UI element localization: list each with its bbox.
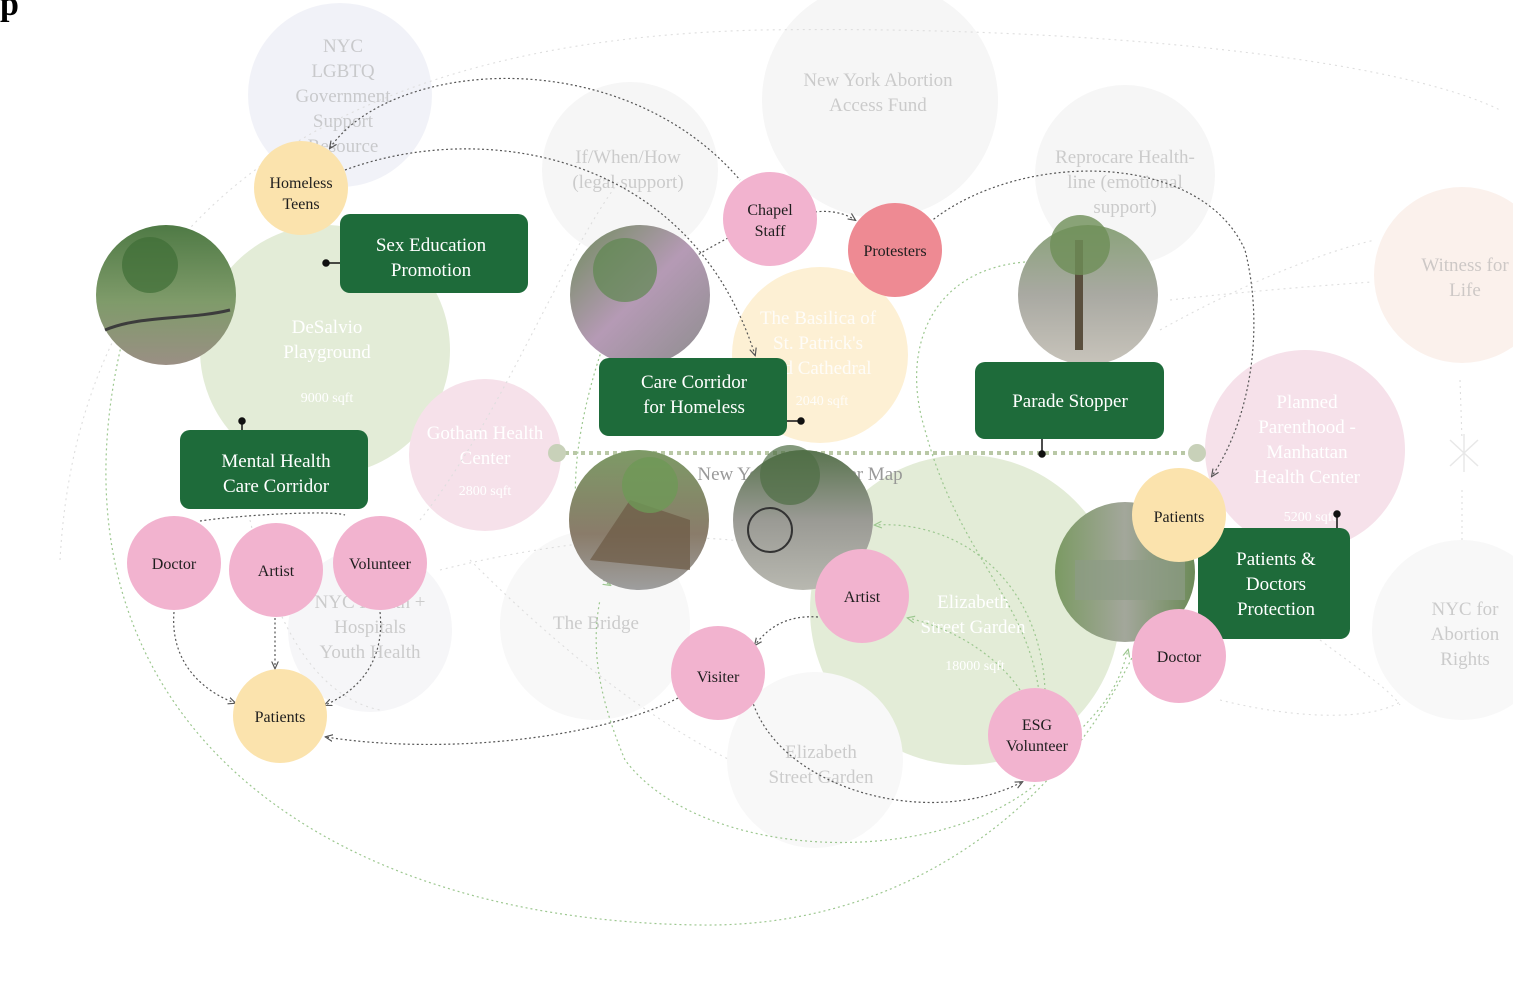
map-axis-end bbox=[1188, 444, 1206, 462]
svg-text:Doctor: Doctor bbox=[1157, 649, 1202, 666]
svg-text:Volunteer: Volunteer bbox=[349, 556, 412, 573]
desalvio-area: 9000 sqft bbox=[301, 391, 354, 406]
ifwhenhow-circle bbox=[542, 82, 718, 258]
planned-parenthood-circle bbox=[1205, 350, 1405, 550]
gotham-circle bbox=[409, 379, 561, 531]
basilica-area: 2040 sqft bbox=[796, 394, 849, 409]
doctor-left-node[interactable]: Doctor bbox=[127, 516, 221, 610]
pp-area: 5200 sqft bbox=[1284, 510, 1337, 525]
witness-circle bbox=[1374, 187, 1513, 363]
svg-text:Protesters: Protesters bbox=[863, 243, 926, 260]
tree-shape bbox=[122, 237, 178, 293]
svg-text:Parade Stopper: Parade Stopper bbox=[1012, 391, 1128, 412]
parade-photo bbox=[1018, 225, 1158, 365]
wheel-shape bbox=[747, 507, 793, 553]
nyc-lgbtq-circle bbox=[248, 3, 432, 187]
bridge-label: The Bridge bbox=[553, 613, 639, 634]
protesters-node[interactable]: Protesters bbox=[848, 203, 942, 297]
map-axis-start bbox=[548, 444, 566, 462]
background-links bbox=[59, 28, 1501, 761]
abortion-rights-circle bbox=[1372, 540, 1513, 720]
svg-text:Visiter: Visiter bbox=[697, 669, 740, 686]
fence-shape bbox=[1075, 560, 1185, 600]
patients-left-node[interactable]: Patients bbox=[233, 669, 327, 763]
svg-text:Artist: Artist bbox=[258, 563, 295, 580]
page-title-fragment: p bbox=[0, 0, 19, 23]
railing-shape bbox=[104, 308, 231, 332]
esg-lower-circle bbox=[727, 672, 903, 848]
parade-stopper-box[interactable]: Parade Stopper bbox=[975, 362, 1164, 439]
svg-text:Patients: Patients bbox=[255, 709, 306, 726]
abortion-fund-circle bbox=[762, 0, 998, 218]
kiosk-shape bbox=[590, 500, 690, 570]
tree-shape bbox=[760, 445, 820, 505]
artist-left-node[interactable]: Artist bbox=[229, 523, 323, 617]
esg-circle bbox=[810, 455, 1120, 765]
volunteer-left-node[interactable]: Volunteer bbox=[333, 516, 427, 610]
tree-shape bbox=[593, 238, 657, 302]
photo-group bbox=[96, 215, 1195, 642]
svg-text:Doctor: Doctor bbox=[152, 556, 197, 573]
ifwhenhow-label: If/When/How(legal support) bbox=[572, 147, 683, 193]
artist-mid-node[interactable]: Artist bbox=[815, 549, 909, 643]
svg-text:Artist: Artist bbox=[844, 589, 881, 606]
tree-shape bbox=[622, 457, 678, 513]
doctor-right-node[interactable]: Doctor bbox=[1132, 609, 1226, 703]
svg-text:Patients: Patients bbox=[1154, 509, 1205, 526]
trunk-shape bbox=[1075, 240, 1083, 350]
tree-shape bbox=[1050, 215, 1110, 275]
patients-right-node[interactable]: Patients bbox=[1132, 468, 1226, 562]
gotham-area: 2800 sqft bbox=[459, 484, 512, 499]
esg-area: 18000 sqft bbox=[945, 659, 1005, 674]
asterisk-mark bbox=[1449, 434, 1479, 472]
visiter-node[interactable]: Visiter bbox=[671, 626, 765, 720]
